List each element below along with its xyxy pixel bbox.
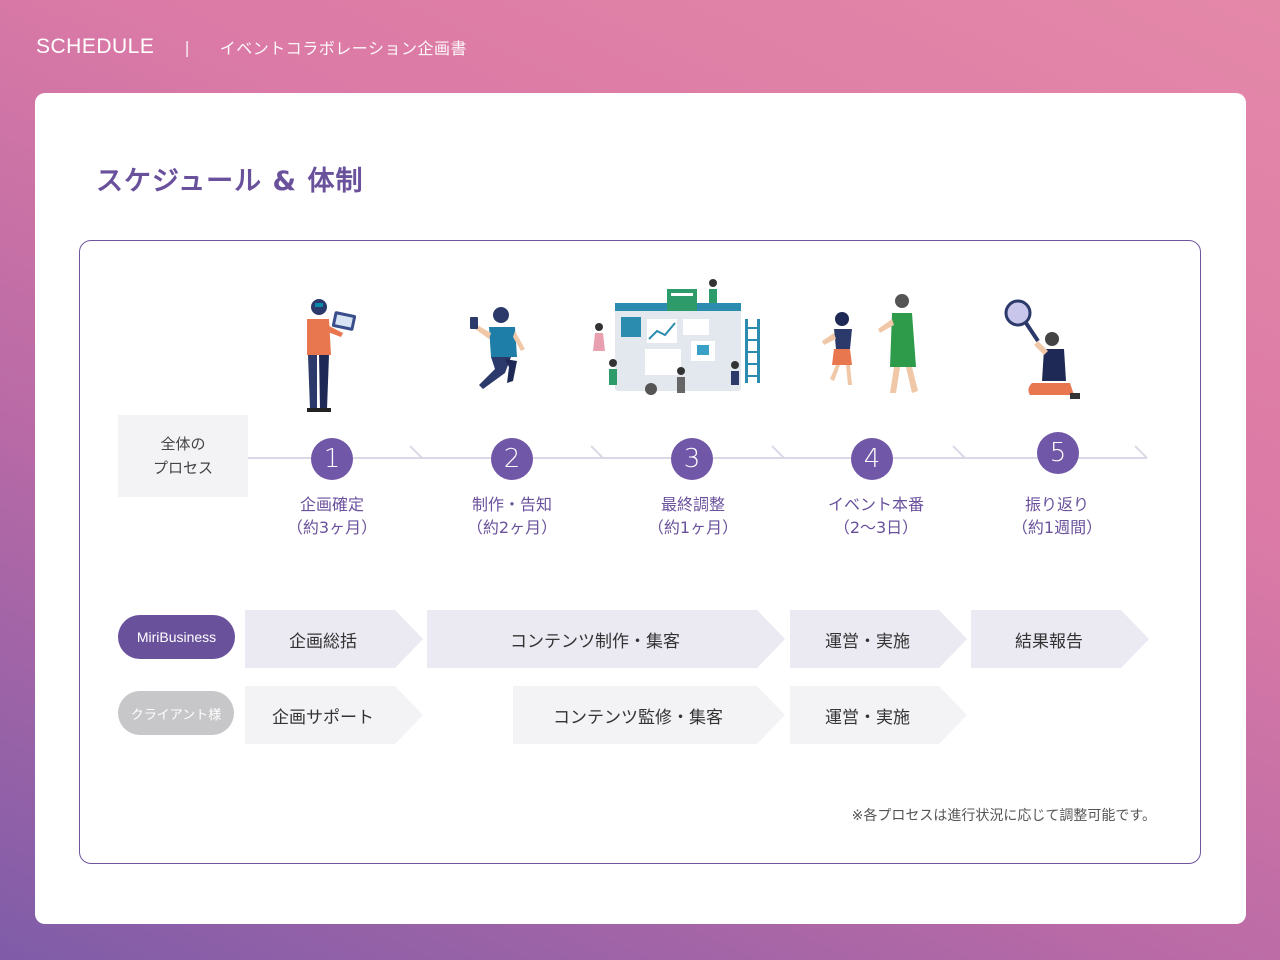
page-title: スケジュール & 体制 [96,166,364,197]
step-1-duration: （約3ヶ月） [286,518,378,537]
step-5-name: 振り返り [1024,495,1089,514]
process-label-line1: 全体の [160,435,206,453]
step-4-name: イベント本番 [827,495,924,514]
overall-process-label: 全体の プロセス [118,415,248,497]
step-3-duration: （約1ヶ月） [647,518,739,537]
header-title: SCHEDULE [36,35,155,58]
content-card: スケジュール & 体制 [35,93,1246,924]
step-5-duration: （約1週間） [1011,518,1103,537]
person-with-magnifier-illustration [1004,299,1080,399]
header-separator: | [184,37,190,57]
step-2-number: 2 [491,438,533,480]
step-4-number: 4 [851,438,893,480]
slide-header: SCHEDULE | イベントコラボレーション企画書 [36,34,467,60]
process-label-line2: プロセス [152,459,213,477]
schedule-frame: 全体の プロセス 1 2 3 4 5 企画確定 （約3ヶ月） 制作・告知 （約2… [79,240,1201,864]
step-1-number: 1 [311,438,353,480]
client-task-operation: 運営・実施 [790,686,967,744]
step-2-label: 制作・告知 （約2ヶ月） [432,493,592,539]
step-5-number: 5 [1037,432,1079,474]
footnote: ※各プロセスは進行状況に応じて調整可能です。 [851,808,1156,824]
miri-task-report: 結果報告 [971,610,1149,668]
step-3-label: 最終調整 （約1ヶ月） [613,493,773,539]
miribusiness-role-pill: MiriBusiness [118,615,235,659]
step-2-duration: （約2ヶ月） [466,518,558,537]
person-with-phone-illustration [470,307,525,389]
miri-task-planning: 企画総括 [245,610,423,668]
step-3-number: 3 [671,438,713,480]
step-2-name: 制作・告知 [471,495,552,514]
step-1-label: 企画確定 （約3ヶ月） [252,493,412,539]
person-with-tablet-illustration [307,299,357,412]
team-dashboard-illustration [593,279,760,395]
header-subtitle: イベントコラボレーション企画書 [219,39,467,58]
step-3-name: 最終調整 [660,495,725,514]
client-task-content-supervision: コンテンツ監修・集客 [513,686,785,744]
event-people-illustration [822,294,918,393]
client-task-planning-support: 企画サポート [245,686,423,744]
client-role-pill: クライアント様 [118,691,234,735]
miri-task-operation: 運営・実施 [790,610,967,668]
miri-task-content-production: コンテンツ制作・集客 [427,610,785,668]
step-4-label: イベント本番 （2〜3日） [796,493,956,539]
step-1-name: 企画確定 [299,495,364,514]
step-5-label: 振り返り （約1週間） [977,493,1137,539]
step-4-duration: （2〜3日） [833,518,919,537]
